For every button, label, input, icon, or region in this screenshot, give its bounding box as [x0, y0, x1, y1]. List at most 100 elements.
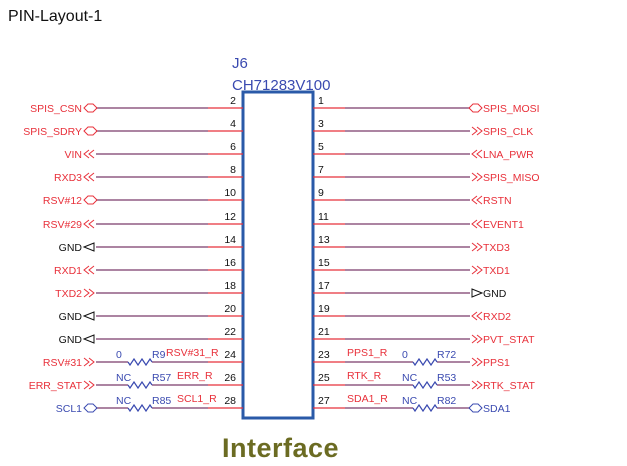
input-port-icon — [476, 126, 483, 136]
pin-number: 19 — [318, 303, 330, 315]
net-label: EVENT1 — [483, 219, 524, 231]
net-label: SPIS_SDRY — [23, 126, 82, 138]
net-label: RSV#12 — [43, 195, 82, 207]
output-port-icon — [476, 195, 483, 205]
bidirectional-port-icon — [83, 195, 98, 205]
input-port-icon — [83, 265, 90, 275]
resistor-ref: R53 — [437, 372, 456, 384]
input-port-icon — [83, 172, 90, 182]
input-port-icon — [471, 334, 478, 344]
net-label: GND — [59, 311, 83, 323]
ground-port-icon — [82, 334, 95, 344]
resistor-value: NC — [402, 372, 418, 384]
pin-number: 12 — [224, 211, 236, 223]
pin-number: 20 — [224, 303, 236, 315]
input-port-icon — [83, 219, 90, 229]
pin-number: 4 — [230, 118, 236, 130]
pin-number: 24 — [224, 349, 236, 361]
net-label: TXD3 — [483, 242, 510, 254]
resistor-ref: R82 — [437, 395, 456, 407]
resistor-icon — [127, 380, 153, 390]
bidirectional-port-icon — [83, 126, 98, 136]
pin-number: 9 — [318, 187, 324, 199]
net-label-resistor-side: RTK_R — [347, 370, 382, 382]
net-label: GND — [59, 334, 83, 346]
pin-number: 23 — [318, 349, 330, 361]
pin-number: 27 — [318, 395, 330, 407]
resistor-icon — [412, 403, 438, 413]
bidirectional-port-icon — [83, 103, 98, 113]
bidirectional-port-icon — [468, 103, 483, 113]
resistor-ref: R85 — [152, 395, 171, 407]
input-port-icon — [476, 380, 483, 390]
resistor-ref: R57 — [152, 372, 171, 384]
resistor-value: NC — [402, 395, 418, 407]
input-port-icon — [88, 149, 95, 159]
input-port-icon — [471, 126, 478, 136]
resistor-value: NC — [116, 395, 132, 407]
connector-body — [241, 90, 315, 420]
net-label: RTK_STAT — [483, 380, 536, 392]
input-port-icon — [471, 265, 478, 275]
pin-number: 6 — [230, 141, 236, 153]
resistor-icon — [127, 357, 153, 367]
ground-port-icon — [82, 242, 95, 252]
net-label: ERR_STAT — [29, 380, 83, 392]
net-label: RSTN — [483, 195, 512, 207]
pin-number: 5 — [318, 141, 324, 153]
bidirectional-port-icon — [83, 403, 98, 413]
input-port-icon — [471, 242, 478, 252]
resistor-ref: R9 — [152, 349, 166, 361]
input-port-icon — [88, 219, 95, 229]
resistor-value: 0 — [116, 349, 122, 361]
net-label: SPIS_CLK — [483, 126, 533, 138]
net-label: SPIS_CSN — [30, 103, 82, 115]
page-title: PIN-Layout-1 — [8, 8, 103, 25]
input-port-icon — [471, 357, 478, 367]
resistor-value: NC — [116, 372, 132, 384]
output-port-icon — [476, 149, 483, 159]
pin-number: 21 — [318, 326, 330, 338]
input-port-icon — [476, 357, 483, 367]
output-port-icon — [471, 149, 478, 159]
net-label: RSV#29 — [43, 219, 82, 231]
pin-number: 14 — [224, 234, 236, 246]
pin-number: 3 — [318, 118, 324, 130]
pin-number: 2 — [230, 95, 236, 107]
pin-number: 16 — [224, 257, 236, 269]
output-port-icon — [471, 195, 478, 205]
net-label: PPS1 — [483, 357, 510, 369]
pin-number: 15 — [318, 257, 330, 269]
net-label: RXD2 — [483, 311, 511, 323]
net-label-resistor-side: RSV#31_R — [166, 347, 219, 359]
connector-ref: J6 — [232, 55, 248, 72]
net-label: RXD3 — [54, 172, 82, 184]
output-port-icon — [88, 380, 95, 390]
resistor-icon — [127, 403, 153, 413]
connector-part-number: CH71283V100 — [232, 77, 330, 94]
pin-number: 11 — [318, 211, 329, 223]
net-label: SPIS_MOSI — [483, 103, 540, 115]
net-label: RSV#31 — [43, 357, 82, 369]
input-port-icon — [471, 172, 478, 182]
input-port-icon — [476, 334, 483, 344]
output-port-icon — [476, 219, 483, 229]
net-label: SCL1 — [56, 403, 82, 415]
net-label: PVT_STAT — [483, 334, 535, 346]
pin-number: 1 — [318, 95, 324, 107]
output-port-icon — [88, 288, 95, 298]
resistor-value: 0 — [402, 349, 408, 361]
net-label-resistor-side: SDA1_R — [347, 393, 388, 405]
pin-number: 18 — [224, 280, 236, 292]
footer-label: Interface — [222, 433, 340, 463]
pin-number: 7 — [318, 164, 324, 176]
net-label: GND — [59, 242, 83, 254]
net-label: RXD1 — [54, 265, 82, 277]
net-label: LNA_PWR — [483, 149, 534, 161]
net-label: GND — [483, 288, 507, 300]
output-port-icon — [83, 357, 90, 367]
pin-number: 28 — [224, 395, 236, 407]
net-label-resistor-side: PPS1_R — [347, 347, 388, 359]
output-port-icon — [471, 219, 478, 229]
